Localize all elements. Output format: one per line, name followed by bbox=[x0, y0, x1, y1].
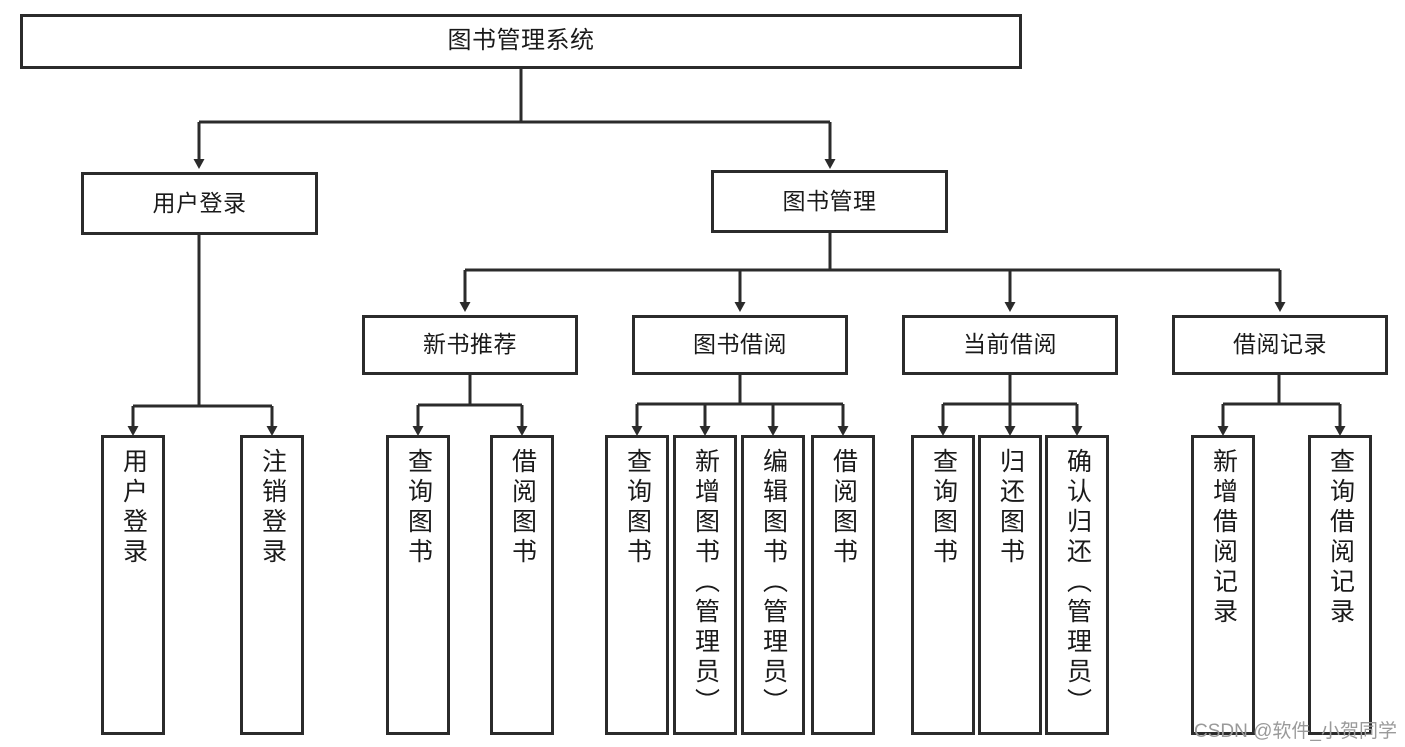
node-label: 当前借阅 bbox=[963, 331, 1057, 358]
node-leaf-query-book-3[interactable]: 查询图书 bbox=[911, 435, 975, 735]
node-label: 确认归还（管理员） bbox=[1063, 448, 1092, 718]
node-leaf-logout-login[interactable]: 注销登录 bbox=[240, 435, 304, 735]
node-leaf-borrow-book-1[interactable]: 借阅图书 bbox=[490, 435, 554, 735]
watermark-text: CSDN @软件_小贺同学 bbox=[1194, 721, 1397, 742]
node-label: 图书借阅 bbox=[693, 331, 787, 358]
node-label: 借阅图书 bbox=[829, 448, 858, 568]
node-label: 新书推荐 bbox=[423, 331, 517, 358]
node-label: 归还图书 bbox=[996, 448, 1025, 568]
node-leaf-borrow-book-2[interactable]: 借阅图书 bbox=[811, 435, 875, 735]
node-label: 借阅图书 bbox=[508, 448, 537, 568]
node-label: 新增借阅记录 bbox=[1209, 448, 1238, 628]
node-leaf-edit-book[interactable]: 编辑图书（管理员） bbox=[741, 435, 805, 735]
node-leaf-add-record[interactable]: 新增借阅记录 bbox=[1191, 435, 1255, 735]
node-book-management[interactable]: 图书管理 bbox=[711, 170, 948, 233]
node-user-login[interactable]: 用户登录 bbox=[81, 172, 318, 235]
node-label: 查询图书 bbox=[623, 448, 652, 568]
node-leaf-add-book[interactable]: 新增图书（管理员） bbox=[673, 435, 737, 735]
node-label: 查询借阅记录 bbox=[1326, 448, 1355, 628]
node-label: 用户登录 bbox=[152, 189, 247, 216]
node-label: 新增图书（管理员） bbox=[691, 448, 720, 718]
node-leaf-user-login[interactable]: 用户登录 bbox=[101, 435, 165, 735]
node-label: 注销登录 bbox=[258, 448, 287, 568]
node-leaf-query-record[interactable]: 查询借阅记录 bbox=[1308, 435, 1372, 735]
node-borrow-record[interactable]: 借阅记录 bbox=[1172, 315, 1388, 375]
node-leaf-query-book-1[interactable]: 查询图书 bbox=[386, 435, 450, 735]
node-leaf-return-book[interactable]: 归还图书 bbox=[978, 435, 1042, 735]
node-label: 查询图书 bbox=[404, 448, 433, 568]
node-root-system[interactable]: 图书管理系统 bbox=[20, 14, 1022, 69]
node-leaf-query-book-2[interactable]: 查询图书 bbox=[605, 435, 669, 735]
node-book-borrow[interactable]: 图书借阅 bbox=[632, 315, 848, 375]
node-label: 查询图书 bbox=[929, 448, 958, 568]
node-label: 用户登录 bbox=[119, 448, 148, 568]
node-label: 编辑图书（管理员） bbox=[759, 448, 788, 718]
node-leaf-confirm-return[interactable]: 确认归还（管理员） bbox=[1045, 435, 1109, 735]
node-label: 图书管理系统 bbox=[447, 27, 595, 55]
node-label: 借阅记录 bbox=[1233, 331, 1327, 358]
node-label: 图书管理 bbox=[782, 187, 877, 214]
node-current-borrow[interactable]: 当前借阅 bbox=[902, 315, 1118, 375]
node-new-book-recommend[interactable]: 新书推荐 bbox=[362, 315, 578, 375]
